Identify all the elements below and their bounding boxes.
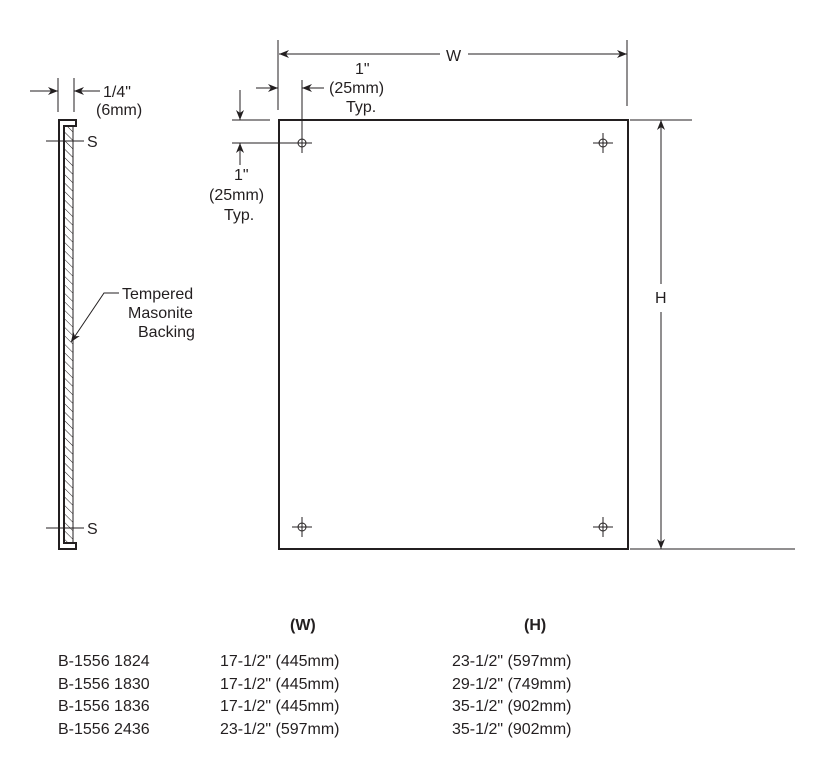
width-value: 17-1/2" (445mm) [220,676,340,693]
model-number: B-1556 1836 [58,698,150,715]
thickness-inch: 1/4" [103,84,131,101]
height-value: 23-1/2" (597mm) [452,653,572,670]
size-table: (W) (H) B-1556 1824 17-1/2" (445mm) 23-1… [58,617,572,738]
table-row: B-1556 1830 17-1/2" (445mm) 29-1/2" (749… [58,676,572,693]
hole-offset-x-typ: Typ. [346,99,376,116]
masonite-backing [63,125,74,544]
header-height: (H) [524,617,546,634]
height-label: H [655,290,667,307]
front-view: W 1" (25mm) Typ. 1" (25mm) Typ. H [209,40,795,550]
model-number: B-1556 2436 [58,721,150,738]
thickness-mm: (6mm) [96,102,142,119]
height-value: 29-1/2" (749mm) [452,676,572,693]
screw-label-top: S [87,134,98,151]
backing-label-1: Tempered [122,286,193,303]
hole-icon [593,133,613,153]
table-row: B-1556 1824 17-1/2" (445mm) 23-1/2" (597… [58,653,572,670]
height-value: 35-1/2" (902mm) [452,721,572,738]
height-value: 35-1/2" (902mm) [452,698,572,715]
width-label: W [446,48,462,65]
backing-leader [70,292,119,343]
mirror-panel [278,119,629,550]
backing-label-3: Backing [138,324,195,341]
hole-offset-y-typ: Typ. [224,207,254,224]
width-value: 17-1/2" (445mm) [220,698,340,715]
hole-offset-x-inch: 1" [355,61,370,78]
side-view: 1/4" (6mm) S S Tempered Masonite Backing [30,78,195,550]
hole-icon [292,133,312,153]
hole-icon [593,517,613,537]
backing-label-2: Masonite [128,305,193,322]
hole-offset-y-mm: (25mm) [209,187,264,204]
width-value: 17-1/2" (445mm) [220,653,340,670]
model-number: B-1556 1824 [58,653,150,670]
model-number: B-1556 1830 [58,676,150,693]
table-row: B-1556 2436 23-1/2" (597mm) 35-1/2" (902… [58,721,572,738]
screw-label-bottom: S [87,521,98,538]
table-row: B-1556 1836 17-1/2" (445mm) 35-1/2" (902… [58,698,572,715]
header-width: (W) [290,617,316,634]
hole-offset-y-inch: 1" [234,167,249,184]
mounting-holes [292,133,613,537]
hole-offset-x-mm: (25mm) [329,80,384,97]
hole-icon [292,517,312,537]
width-value: 23-1/2" (597mm) [220,721,340,738]
